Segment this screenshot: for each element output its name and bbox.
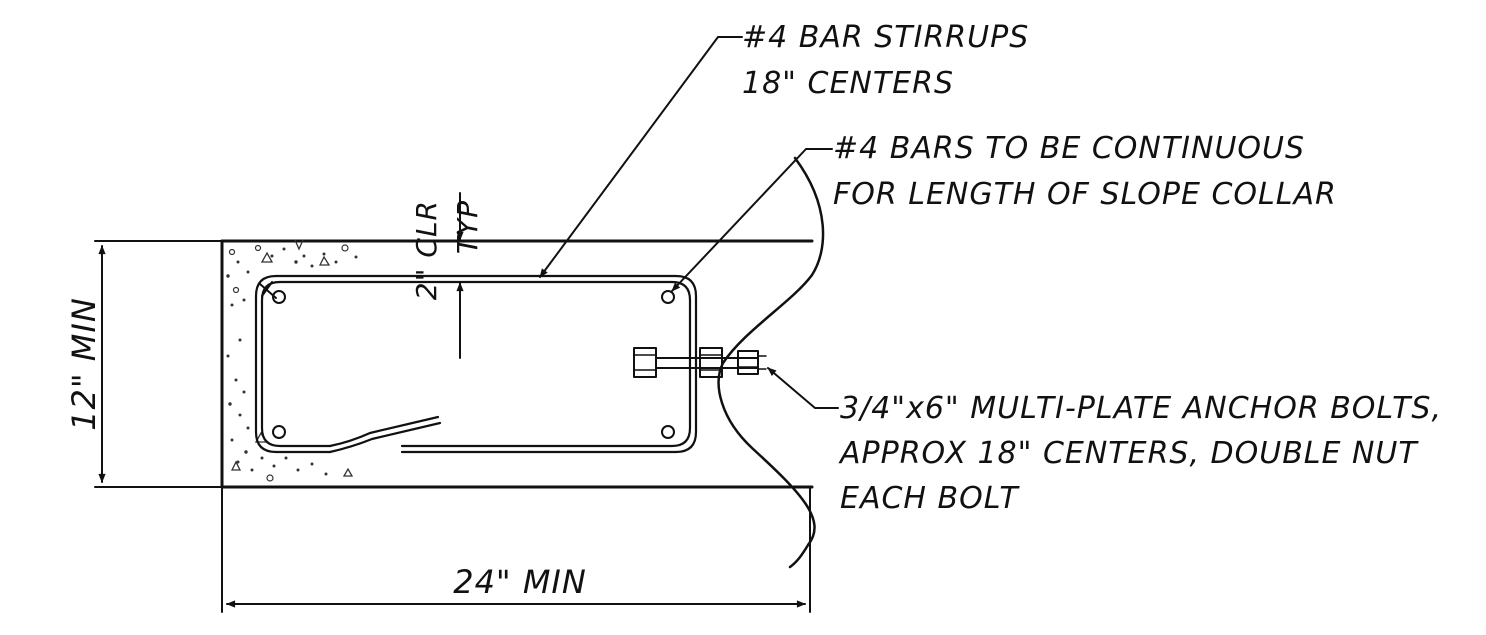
concrete-aggregate-hatch: [226, 239, 358, 482]
bar-top-right: [661, 290, 675, 304]
anchor-bolt: [633, 347, 767, 378]
anchor-note-line1: 3/4"x6" MULTI-PLATE ANCHOR BOLTS,: [840, 391, 1442, 426]
anchor-note-line2: APPROX 18" CENTERS, DOUBLE NUT: [838, 436, 1419, 471]
bar-bottom-left: [272, 425, 286, 439]
stirrups-note-line1: #4 BAR STIRRUPS: [742, 20, 1029, 55]
height-dimension-label: 12" MIN: [65, 297, 103, 431]
bar-top-left: [272, 290, 286, 304]
clear-cover-label: 2" CLR: [410, 200, 443, 300]
stirrups-leader: [539, 36, 743, 278]
width-dimension: [221, 486, 811, 613]
bars-note-line2: FOR LENGTH OF SLOPE COLLAR: [833, 177, 1337, 212]
stirrups-note-line2: 18" CENTERS: [742, 66, 954, 101]
multi-plate-wall: [717, 156, 825, 569]
longitudinal-bars: [272, 290, 675, 439]
inner-nut: [633, 347, 657, 378]
height-dimension: [94, 240, 223, 488]
leader-lines: [539, 36, 839, 409]
bolt-head: [737, 350, 759, 375]
bars-note-line1: #4 BARS TO BE CONTINUOUS: [833, 131, 1305, 166]
anchor-leader: [767, 367, 839, 409]
clear-cover-typ-label: TYP: [451, 200, 484, 254]
anchor-note-line3: EACH BOLT: [840, 481, 1020, 516]
stirrup-bar: [254, 274, 698, 454]
width-dimension-label: 24" MIN: [453, 563, 587, 601]
bar-bottom-right: [661, 425, 675, 439]
concrete-collar-section: [220, 239, 814, 489]
bars-leader: [671, 148, 833, 292]
